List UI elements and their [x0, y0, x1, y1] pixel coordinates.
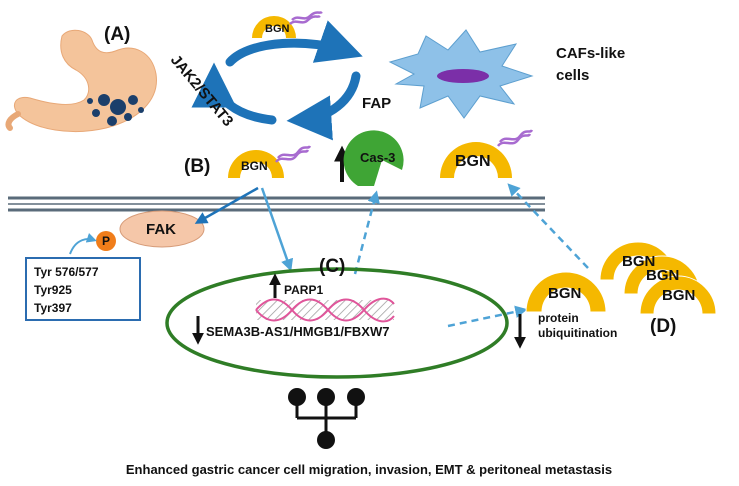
bgn-top: BGN	[252, 10, 323, 38]
phospho-label: P	[102, 234, 110, 248]
bgn-cluster-label-1: BGN	[622, 253, 655, 270]
ubiq-label-line1: protein	[538, 311, 579, 325]
bgn-cluster-label-4: BGN	[548, 285, 581, 302]
tyr-sites-box	[25, 257, 141, 321]
tyr-site-1: Tyr 576/577	[34, 265, 99, 279]
cas3-icon: Cas-3	[343, 130, 404, 186]
phospho-arrow	[69, 233, 97, 255]
arrow-nucleus-to-cas3	[353, 190, 380, 275]
fak-node	[119, 210, 205, 248]
caption: Enhanced gastric cancer cell migration, …	[126, 462, 612, 477]
ubiq-label-line2: ubiquitination	[538, 326, 617, 340]
panel-label-d: (D)	[650, 316, 676, 337]
metastasis-spread-icon	[288, 388, 365, 449]
phospho-node	[96, 231, 116, 251]
fap-label: FAP	[362, 95, 391, 112]
arrow-bgn-to-fak	[194, 186, 259, 224]
loop-arrow-left	[191, 62, 277, 125]
loop-arrow-right	[286, 71, 361, 141]
genes-label: SEMA3B-AS1/HMGB1/FBXW7	[206, 324, 389, 339]
dna-helix-icon	[255, 297, 395, 323]
panel-label-c: (C)	[319, 256, 345, 277]
nucleus	[165, 267, 509, 379]
cell-membrane	[8, 196, 545, 212]
parp1-label: PARP1	[284, 283, 323, 297]
stomach-illustration	[5, 29, 157, 133]
bgn-cluster-label-2: BGN	[646, 267, 679, 284]
fak-label: FAK	[146, 221, 176, 238]
arrow-nucleus-to-ubiq	[447, 305, 528, 328]
panel-label-b: (B)	[184, 156, 210, 177]
cafs-label-line1: CAFs-like	[556, 45, 625, 62]
bgn-cluster-label-3: BGN	[662, 287, 695, 304]
bgn-released-label: BGN	[455, 153, 491, 170]
bgn-b: BGN	[228, 145, 312, 178]
loop-arrow-top	[225, 20, 363, 67]
cas3-label: Cas-3	[360, 150, 395, 165]
caf-cell-icon	[388, 29, 534, 119]
tyr-site-3: Tyr397	[34, 301, 72, 315]
bgn-released: BGN	[440, 129, 534, 178]
panel-label-a: (A)	[104, 24, 130, 45]
arrow-bgn-to-nucleus	[260, 187, 294, 272]
bgn-cluster: BGN BGN BGN BGN	[525, 241, 717, 315]
tumor-cells-icon	[87, 94, 144, 126]
bgn-top-label: BGN	[265, 23, 290, 35]
bgn-b-label: BGN	[241, 159, 268, 173]
arrow-cluster-to-bgn	[507, 183, 589, 269]
tyr-site-2: Tyr925	[34, 283, 72, 297]
cafs-label-line2: cells	[556, 67, 589, 84]
feedback-loop	[191, 20, 363, 141]
